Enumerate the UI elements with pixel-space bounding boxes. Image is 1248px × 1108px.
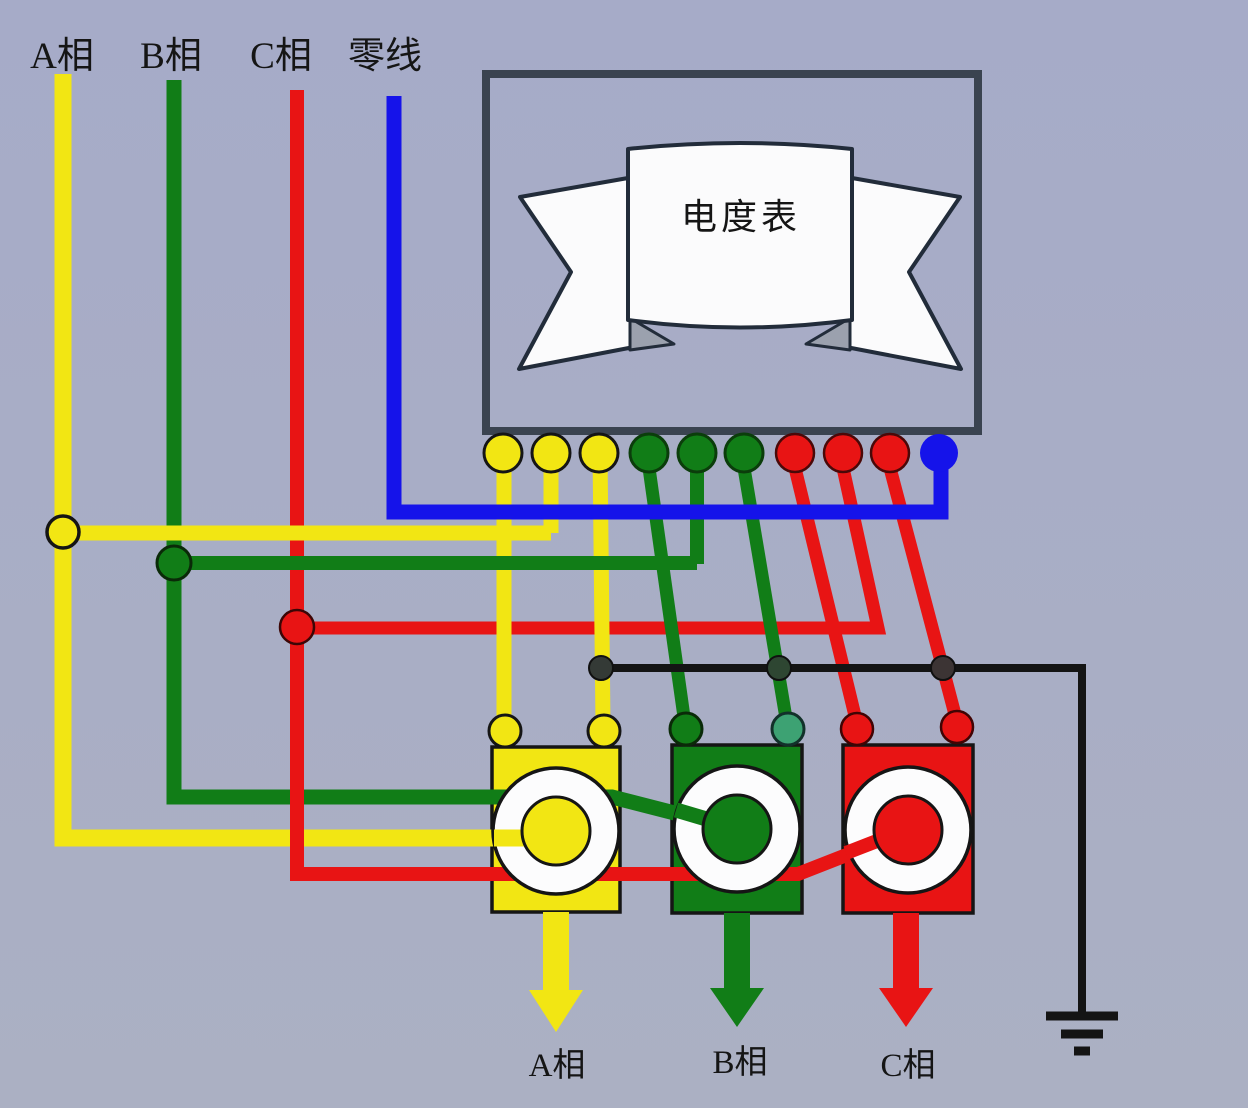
meter-terminals-yellow: [482, 432, 620, 474]
junction-phase-a: [45, 514, 81, 550]
common-earth-wire: [588, 655, 1118, 1056]
meter-terminal-7: [774, 432, 816, 474]
meter-terminal-10-neutral: [920, 434, 958, 472]
meter-terminals-red: [774, 432, 911, 474]
meter-terminal-wires: [63, 96, 964, 726]
label-phase-b-bottom: B相: [712, 1044, 767, 1081]
junction-phase-c: [278, 608, 316, 646]
ct-b-terminal-s2: [770, 711, 806, 747]
label-phase-c-bottom: C相: [880, 1047, 935, 1084]
wire-terminal3-to-ct-a: [592, 451, 611, 725]
ct-c-core: [872, 794, 944, 866]
label-neutral-top: 零线: [348, 35, 422, 77]
meter-terminal-3: [578, 432, 620, 474]
label-phase-b-top: B相: [140, 36, 202, 77]
ct-a-output-arrow: [529, 912, 583, 1032]
ribbon-panel: [626, 141, 854, 330]
output-labels: A相 B相 C相: [529, 1044, 936, 1084]
meter-terminal-1: [482, 432, 524, 474]
ct-a-terminal-s2: [586, 713, 622, 749]
common-wire: [600, 664, 1086, 1016]
phase-junctions: [45, 514, 316, 646]
common-junction-1: [588, 655, 614, 681]
ct-c-output-arrow: [879, 913, 933, 1027]
ct-a-core: [520, 795, 592, 867]
meter-terminal-9: [869, 432, 911, 474]
ground-symbol: [1046, 1011, 1118, 1056]
label-phase-a-top: A相: [30, 36, 94, 77]
label-phase-a-bottom: A相: [529, 1047, 586, 1084]
meter-terminal-8: [822, 432, 864, 474]
phase-a-wire: [54, 74, 556, 847]
junction-phase-b: [155, 544, 193, 582]
ct-c-terminal-s1: [839, 711, 875, 747]
ribbon-left-fold: [628, 316, 676, 352]
ct-b-output-arrow: [710, 913, 764, 1027]
meter-label: 电度表: [681, 197, 801, 237]
ribbon-right-fold: [804, 316, 852, 352]
incoming-line-labels: A相 B相 C相 零线: [30, 35, 422, 77]
meter-terminal-4: [628, 432, 670, 474]
meter-terminal-5: [676, 432, 718, 474]
ct-rings: [491, 764, 973, 896]
neutral-wire: [386, 96, 949, 520]
meter-terminal-row: [482, 432, 958, 474]
ct-a-terminal-s1: [487, 713, 523, 749]
meter-ribbon: [517, 141, 963, 371]
ct-c-terminal-s2: [939, 709, 975, 745]
meter-box: 电度表: [482, 70, 982, 435]
meter-terminals-green: [628, 432, 765, 474]
ct-b-core: [701, 793, 773, 865]
label-phase-c-top: C相: [250, 36, 312, 77]
common-junction-2: [766, 655, 792, 681]
meter-terminal-6: [723, 432, 765, 474]
ct-secondary-terminals: [487, 709, 975, 749]
ct-b-terminal-s1: [668, 711, 704, 747]
meter-terminal-2: [530, 432, 572, 474]
common-junction-3: [930, 655, 956, 681]
meter-box-border: [482, 70, 982, 435]
wire-terminal8-to-phase-c: [297, 466, 887, 635]
